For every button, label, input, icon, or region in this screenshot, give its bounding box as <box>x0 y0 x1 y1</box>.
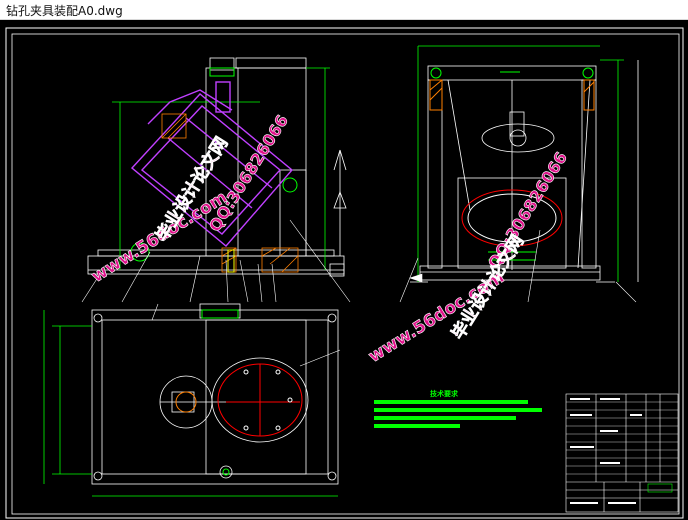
title-block-fills <box>570 398 642 504</box>
front-leaders <box>81 219 351 303</box>
title-block-rows <box>566 401 678 475</box>
technical-notes <box>374 400 542 428</box>
side-view-details <box>429 67 595 261</box>
green-bushing <box>130 67 298 273</box>
side-view <box>410 45 639 283</box>
workpiece-section <box>130 81 293 247</box>
outer-frame <box>5 27 684 519</box>
cad-drawing <box>5 27 684 519</box>
top-leaders <box>151 303 341 367</box>
top-view <box>43 303 339 497</box>
front-view <box>87 57 347 277</box>
drawing-canvas[interactable]: 技术要求 www.56doc.com QQ:306826066 毕业设计论文网 … <box>0 20 688 520</box>
top-view-details <box>175 309 303 476</box>
title-block <box>565 393 679 513</box>
technical-requirements-title: 技术要求 <box>430 390 458 398</box>
document-tab[interactable]: 钻孔夹具装配A0.dwg <box>0 0 688 20</box>
side-leaders <box>399 229 637 303</box>
document-title: 钻孔夹具装配A0.dwg <box>6 4 123 18</box>
inner-frame <box>11 33 680 515</box>
hatched-parts <box>161 113 299 273</box>
